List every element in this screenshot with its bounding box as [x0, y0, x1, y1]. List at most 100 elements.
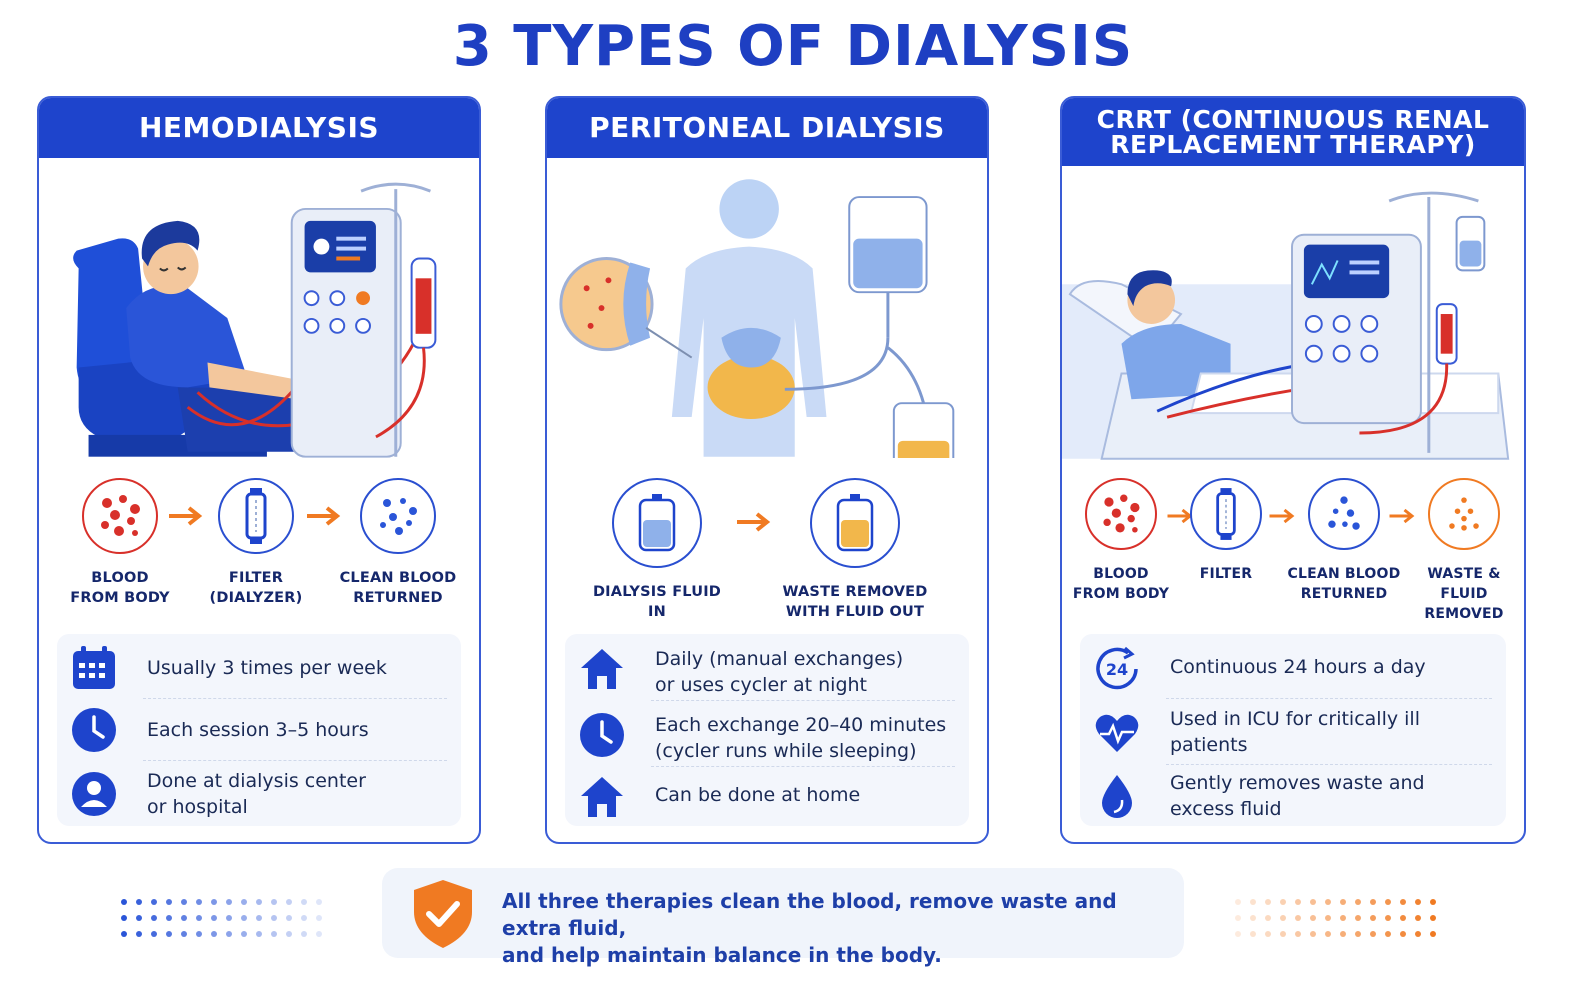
decorative-dot: [136, 931, 142, 937]
hemodialysis-illustration: [73, 182, 437, 458]
decorative-dots-right: [1235, 899, 1436, 937]
decorative-dot: [1235, 915, 1241, 921]
dialyzer-filter-icon: [218, 478, 294, 554]
home-icon: [581, 649, 623, 689]
flow-step-clean: CLEAN BLOOD RETURNED: [333, 478, 463, 608]
decorative-dot: [1280, 931, 1286, 937]
crrt-info: 24 Continuous 24 hours a day Used in ICU…: [1080, 634, 1506, 826]
page-title: 3 TYPES OF DIALYSIS: [452, 14, 1134, 79]
peritoneal-illustration: [559, 179, 955, 458]
info-row: Can be done at home: [565, 770, 969, 824]
hemodialysis-info: Usually 3 times per week Each session 3–…: [57, 634, 461, 826]
decorative-dot: [211, 899, 217, 905]
decorative-dot: [286, 915, 292, 921]
decorative-dot: [181, 915, 187, 921]
decorative-dot: [136, 915, 142, 921]
calendar-icon: [73, 646, 115, 689]
decorative-dot: [151, 915, 157, 921]
decorative-dot: [151, 931, 157, 937]
card-header: HEMODIALYSIS: [39, 98, 479, 158]
decorative-dot: [1415, 915, 1421, 921]
decorative-dot: [1310, 915, 1316, 921]
flow-label: FILTER (DIALYZER): [209, 570, 303, 606]
arrow-right-icon: [1269, 508, 1295, 524]
info-row: Each session 3–5 hours: [57, 704, 461, 756]
decorative-dot: [256, 915, 262, 921]
shield-check-icon: [414, 880, 472, 948]
decorative-dot: [1340, 931, 1346, 937]
arrow-right-icon: [1389, 508, 1415, 524]
waste-bag-icon: [810, 478, 900, 568]
decorative-dot: [1325, 931, 1331, 937]
flow-step-waste: WASTE & FLUID REMOVED: [1404, 478, 1524, 624]
decorative-dot: [196, 899, 202, 905]
info-text: Each exchange 20–40 minutes (cycler runs…: [655, 714, 947, 762]
crrt-illustration: [1062, 191, 1510, 460]
info-text: Done at dialysis center or hospital: [147, 770, 366, 818]
divider: [143, 698, 447, 699]
decorative-dot: [181, 931, 187, 937]
decorative-dot: [286, 899, 292, 905]
flow-step-blood: BLOOD FROM BODY: [1062, 478, 1180, 604]
peritoneal-info: Daily (manual exchanges) or uses cycler …: [565, 634, 969, 826]
flow-label: BLOOD FROM BODY: [70, 570, 170, 606]
decorative-dot: [241, 899, 247, 905]
decorative-dot: [1430, 915, 1436, 921]
heartbeat-icon: [1095, 714, 1139, 752]
decorative-dot: [316, 915, 322, 921]
decorative-dot: [1280, 899, 1286, 905]
divider: [1166, 764, 1492, 765]
divider: [651, 766, 955, 767]
decorative-dot: [196, 931, 202, 937]
decorative-dot: [1310, 931, 1316, 937]
divider: [1166, 698, 1492, 699]
decorative-dot: [1265, 931, 1271, 937]
fluid-bag-icon: [612, 478, 702, 568]
decorative-dot: [1280, 915, 1286, 921]
decorative-dot: [1355, 931, 1361, 937]
decorative-dot: [1415, 899, 1421, 905]
clock-icon: [72, 708, 116, 752]
decorative-dot: [1310, 899, 1316, 905]
info-text: Gently removes waste and excess fluid: [1170, 772, 1425, 820]
info-row: Gently removes waste and excess fluid: [1080, 768, 1506, 824]
info-text: Can be done at home: [655, 784, 861, 806]
flow-label: WASTE & FLUID REMOVED: [1424, 566, 1504, 622]
decorative-dot: [1265, 915, 1271, 921]
decorative-dot: [1415, 931, 1421, 937]
flow-label: CLEAN BLOOD RETURNED: [339, 570, 457, 606]
decorative-dot: [1370, 915, 1376, 921]
decorative-dot: [211, 915, 217, 921]
decorative-dot: [1295, 915, 1301, 921]
water-drop-icon: [1102, 775, 1132, 818]
24-hour-badge: 24: [1106, 660, 1128, 679]
decorative-dot: [286, 931, 292, 937]
arrow-right-icon: [307, 506, 341, 526]
summary-text: All three therapies clean the blood, rem…: [502, 889, 1117, 967]
flow-step-blood: BLOOD FROM BODY: [55, 478, 185, 608]
divider: [651, 700, 955, 701]
decorative-dot: [1295, 931, 1301, 937]
info-row: Daily (manual exchanges) or uses cycler …: [565, 638, 969, 700]
info-row: Used in ICU for critically ill patients: [1080, 702, 1506, 762]
decorative-dot: [166, 915, 172, 921]
flow-step-filter: FILTER: [1174, 478, 1278, 584]
decorative-dot: [226, 915, 232, 921]
hemodialysis-card: HEMODIALYSIS: [37, 96, 481, 844]
decorative-dot: [1385, 915, 1391, 921]
decorative-dot: [1235, 931, 1241, 937]
decorative-dot: [136, 899, 142, 905]
decorative-dot: [241, 931, 247, 937]
clean-blood-icon: [360, 478, 436, 554]
flow-label: WASTE REMOVED WITH FLUID OUT: [782, 584, 928, 620]
crrt-flow: BLOOD FROM BODY FILTER CLEAN BLOOD RETUR…: [1062, 478, 1524, 622]
blood-cells-icon: [82, 478, 158, 554]
decorative-dot: [226, 931, 232, 937]
filter-icon: [1190, 478, 1262, 550]
decorative-dot: [316, 899, 322, 905]
arrow-right-icon: [737, 512, 771, 532]
decorative-dot: [256, 931, 262, 937]
peritoneal-dialysis-card: PERITONEAL DIALYSIS DIALYSIS FLUID IN: [545, 96, 989, 844]
flow-label: FILTER: [1199, 566, 1253, 582]
info-text: Continuous 24 hours a day: [1170, 656, 1426, 678]
